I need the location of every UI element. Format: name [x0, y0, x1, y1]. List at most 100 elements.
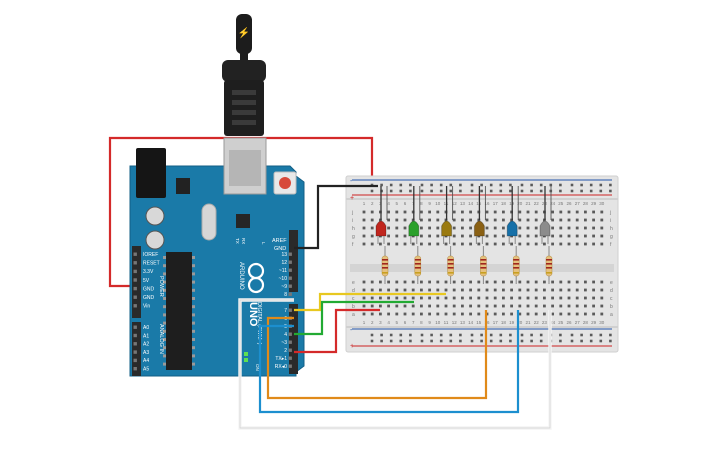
breadboard-hole[interactable]	[403, 218, 407, 222]
rail-hole[interactable]	[609, 189, 612, 193]
rail-hole[interactable]	[459, 339, 462, 343]
rail-hole[interactable]	[430, 333, 433, 337]
breadboard-hole[interactable]	[559, 210, 563, 214]
breadboard-hole[interactable]	[592, 218, 595, 222]
breadboard-hole[interactable]	[600, 304, 604, 308]
header-pin[interactable]	[288, 340, 292, 344]
header-pin[interactable]	[288, 364, 292, 368]
breadboard-hole[interactable]	[403, 304, 407, 308]
rail-hole[interactable]	[609, 333, 612, 337]
breadboard-hole[interactable]	[526, 296, 530, 300]
breadboard-hole[interactable]	[362, 280, 366, 284]
rail-hole[interactable]	[539, 189, 543, 193]
breadboard-hole[interactable]	[362, 218, 366, 222]
breadboard-hole[interactable]	[477, 288, 481, 292]
breadboard-hole[interactable]	[485, 280, 489, 284]
rail-hole[interactable]	[420, 333, 424, 337]
rail-hole[interactable]	[420, 183, 424, 187]
breadboard-hole[interactable]	[436, 312, 440, 316]
header-pin[interactable]	[133, 286, 137, 291]
breadboard-hole[interactable]	[452, 210, 456, 214]
breadboard-hole[interactable]	[493, 288, 497, 292]
rail-hole[interactable]	[459, 333, 462, 337]
breadboard-hole[interactable]	[526, 304, 530, 308]
breadboard-hole[interactable]	[600, 226, 604, 230]
rail-hole[interactable]	[430, 189, 433, 193]
breadboard-hole[interactable]	[600, 210, 604, 214]
breadboard-hole[interactable]	[510, 242, 513, 246]
breadboard-hole[interactable]	[559, 288, 563, 292]
breadboard-hole[interactable]	[444, 280, 448, 284]
breadboard-hole[interactable]	[584, 312, 587, 316]
breadboard-hole[interactable]	[403, 312, 407, 316]
breadboard-hole[interactable]	[411, 280, 415, 284]
breadboard-hole[interactable]	[518, 296, 522, 300]
breadboard-hole[interactable]	[403, 288, 407, 292]
rail-hole[interactable]	[459, 189, 462, 193]
breadboard-hole[interactable]	[428, 234, 431, 238]
breadboard-hole[interactable]	[395, 210, 399, 214]
rail-hole[interactable]	[509, 333, 512, 337]
breadboard-hole[interactable]	[420, 234, 423, 238]
breadboard-hole[interactable]	[387, 210, 390, 214]
breadboard-hole[interactable]	[600, 242, 604, 246]
header-pin[interactable]	[133, 269, 137, 274]
breadboard-hole[interactable]	[526, 218, 530, 222]
breadboard-hole[interactable]	[403, 280, 407, 284]
breadboard-hole[interactable]	[493, 304, 497, 308]
breadboard-hole[interactable]	[526, 312, 530, 316]
breadboard-hole[interactable]	[600, 280, 604, 284]
breadboard-hole[interactable]	[600, 312, 604, 316]
header-pin[interactable]	[288, 356, 292, 360]
led[interactable]	[441, 220, 453, 237]
breadboard-hole[interactable]	[485, 288, 489, 292]
header-pin[interactable]	[133, 278, 137, 282]
rail-hole[interactable]	[449, 189, 453, 193]
rail-hole[interactable]	[380, 339, 383, 343]
breadboard-hole[interactable]	[518, 242, 522, 246]
breadboard-hole[interactable]	[379, 280, 382, 284]
breadboard-hole[interactable]	[428, 296, 431, 300]
header-pin[interactable]	[288, 292, 292, 296]
rail-hole[interactable]	[409, 333, 412, 337]
breadboard-hole[interactable]	[362, 210, 366, 214]
header-pin[interactable]	[133, 252, 137, 256]
breadboard-hole[interactable]	[559, 226, 563, 230]
rail-hole[interactable]	[509, 339, 512, 343]
breadboard-hole[interactable]	[452, 226, 456, 230]
rail-hole[interactable]	[570, 339, 574, 343]
breadboard-hole[interactable]	[395, 234, 399, 238]
breadboard-hole[interactable]	[370, 226, 374, 230]
rail-hole[interactable]	[370, 339, 374, 343]
breadboard-hole[interactable]	[518, 218, 522, 222]
breadboard-hole[interactable]	[493, 210, 497, 214]
breadboard-hole[interactable]	[469, 280, 472, 284]
led[interactable]	[375, 220, 387, 237]
rail-hole[interactable]	[399, 189, 403, 193]
rail-hole[interactable]	[499, 339, 503, 343]
breadboard-hole[interactable]	[444, 242, 448, 246]
rail-hole[interactable]	[580, 183, 583, 187]
rail-hole[interactable]	[580, 189, 583, 193]
breadboard-hole[interactable]	[575, 312, 579, 316]
breadboard-hole[interactable]	[469, 242, 472, 246]
breadboard-hole[interactable]	[403, 210, 407, 214]
breadboard-hole[interactable]	[551, 242, 554, 246]
breadboard-hole[interactable]	[469, 226, 472, 230]
breadboard-hole[interactable]	[362, 312, 366, 316]
breadboard-hole[interactable]	[436, 210, 440, 214]
rail-hole[interactable]	[480, 339, 483, 343]
breadboard-hole[interactable]	[436, 280, 440, 284]
breadboard-hole[interactable]	[526, 234, 530, 238]
breadboard-hole[interactable]	[436, 296, 440, 300]
breadboard-hole[interactable]	[584, 296, 587, 300]
breadboard-hole[interactable]	[534, 304, 538, 308]
header-pin[interactable]	[288, 348, 292, 352]
breadboard-hole[interactable]	[387, 280, 390, 284]
header-pin[interactable]	[133, 358, 137, 363]
breadboard-hole[interactable]	[567, 234, 571, 238]
breadboard-hole[interactable]	[452, 304, 456, 308]
breadboard-hole[interactable]	[592, 296, 595, 300]
breadboard-hole[interactable]	[403, 242, 407, 246]
breadboard-hole[interactable]	[600, 296, 604, 300]
